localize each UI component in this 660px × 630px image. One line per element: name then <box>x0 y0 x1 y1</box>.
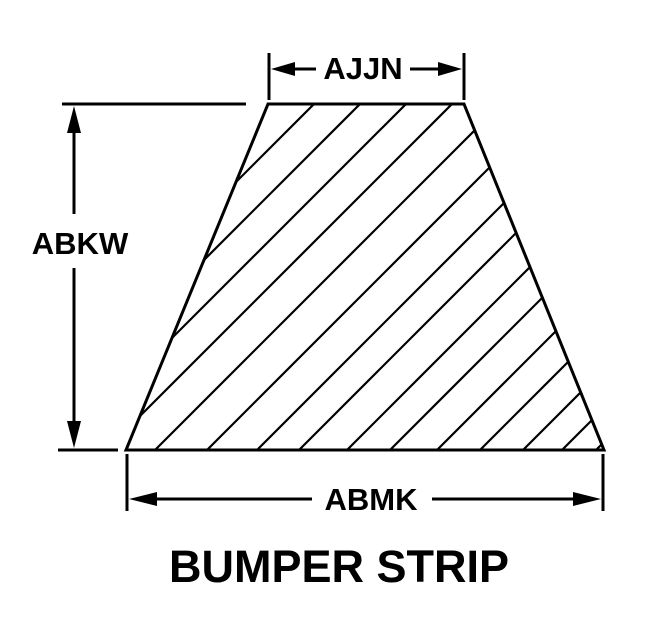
arrowhead-right-icon <box>438 62 462 76</box>
arrowhead-up-icon <box>67 106 81 133</box>
dimension-bottom-width <box>125 454 605 511</box>
dimension-label-left: ABKW <box>32 226 129 261</box>
arrowhead-left-icon <box>271 62 295 76</box>
dimension-label-top: AJJN <box>323 51 402 86</box>
dimension-top-width <box>267 53 466 100</box>
diagram-title: BUMPER STRIP <box>169 541 509 592</box>
arrowhead-right-icon <box>573 492 601 506</box>
arrowhead-left-icon <box>129 492 157 506</box>
bumper-strip-profile <box>123 102 607 452</box>
dimension-label-bottom: ABMK <box>325 482 419 517</box>
arrowhead-down-icon <box>67 421 81 448</box>
dimension-height <box>58 102 246 452</box>
